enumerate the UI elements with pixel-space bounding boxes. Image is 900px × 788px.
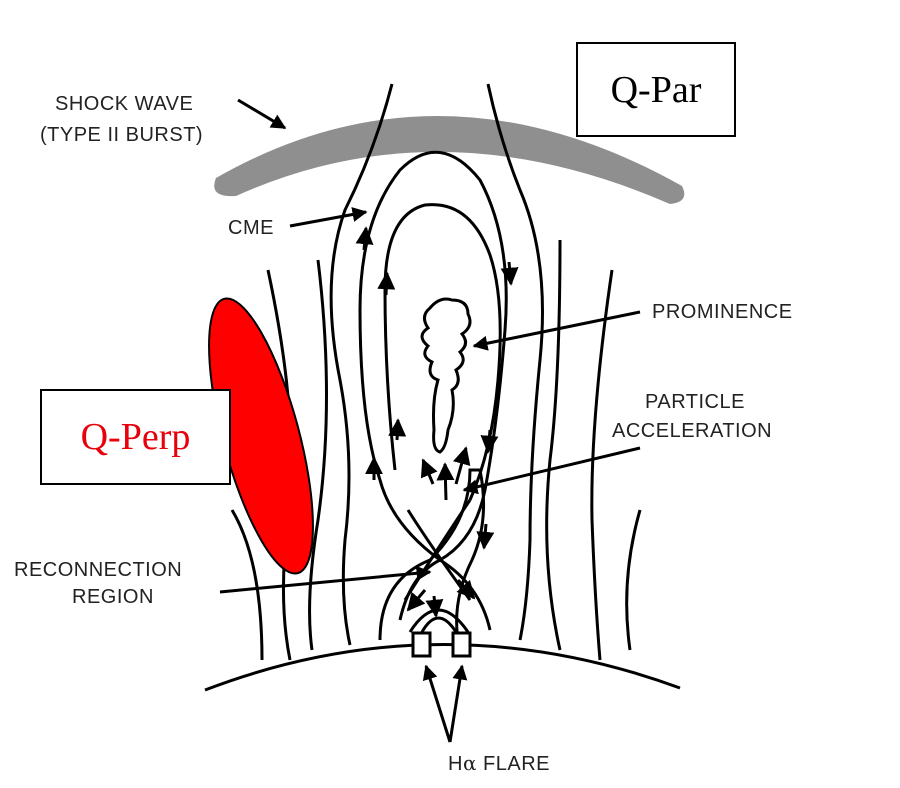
cme-pointer	[289, 207, 368, 228]
field-line-mid-right	[545, 239, 562, 651]
reconnection-pointer	[219, 565, 432, 594]
reconnection-label: RECONNECTION	[14, 559, 182, 581]
prominence-label: PROMINENCE	[652, 301, 793, 323]
flow-arrows	[355, 226, 519, 550]
particle-arrow-left	[420, 458, 438, 485]
shock-wave-arc	[214, 115, 685, 204]
flow-arrow-3	[388, 418, 407, 441]
reconnection-x-a	[406, 509, 472, 601]
field-line-outer-left-2	[230, 509, 264, 661]
post-flare-arch-outer	[408, 608, 470, 633]
flare-pointer-left	[422, 664, 452, 743]
shock-wave-pointer	[237, 98, 287, 130]
flow-arrow-1	[355, 226, 374, 251]
particle-label: PARTICLE	[645, 391, 745, 413]
solar-surface-arc	[204, 643, 681, 692]
flare-pointer-right	[448, 664, 468, 743]
field-line-outer-right-2	[625, 509, 642, 651]
post-flare-arch-inner	[420, 616, 458, 633]
h-alpha-symbol: α	[463, 751, 477, 775]
h-alpha-h: H	[448, 753, 463, 775]
region-label: REGION	[72, 586, 154, 608]
field-line-mid-left	[308, 259, 328, 651]
flow-arrow-7	[476, 523, 495, 550]
particle-arrow-right	[452, 446, 471, 485]
flare-word: FLARE	[477, 753, 550, 775]
flow-arrow-6	[480, 429, 499, 454]
cme-inner-loop	[383, 203, 502, 501]
prominence-pointer	[472, 310, 641, 351]
particle-acceleration-pointer	[462, 446, 641, 495]
prominence-blob	[420, 297, 472, 454]
reconnection-region	[403, 499, 476, 633]
q-par-box: Q-Par	[576, 42, 736, 137]
flow-arrow-5	[500, 261, 519, 286]
reconnection-x-b	[403, 499, 472, 601]
shock-wave-label: SHOCK WAVE	[55, 93, 193, 115]
field-line-inner-right	[486, 83, 544, 641]
footpoint-left	[411, 631, 432, 658]
footpoint-right	[451, 631, 472, 658]
type-ii-burst-label: (TYPE II BURST)	[40, 124, 203, 146]
flow-arrow-2	[377, 271, 396, 296]
cme-label: CME	[228, 217, 274, 239]
cme-loop-left-leg	[358, 150, 508, 631]
pointer-arrows	[219, 98, 641, 743]
field-line-inner-left	[329, 83, 394, 646]
particle-arrows	[420, 446, 471, 501]
h-alpha-flare-label: Hα FLARE	[448, 751, 550, 775]
particle-arrow-center	[436, 462, 455, 501]
reconnection-arrow-down	[425, 595, 444, 618]
field-line-outer-right	[590, 269, 614, 661]
reconnection-arrow-left	[406, 589, 427, 612]
reconnection-arrow-right	[456, 579, 476, 600]
acceleration-label: ACCELERATION	[612, 420, 772, 442]
q-perp-box: Q-Perp	[40, 389, 231, 485]
